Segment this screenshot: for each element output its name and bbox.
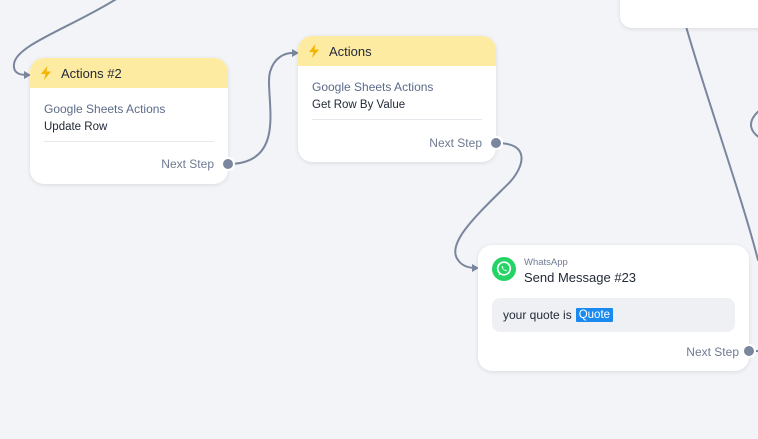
- divider: [312, 119, 482, 120]
- next-step-label: Next Step: [429, 136, 482, 150]
- variable-chip[interactable]: Quote: [575, 308, 614, 322]
- action-category: Google Sheets Actions: [44, 102, 166, 116]
- node-title: Actions: [329, 43, 372, 59]
- arrow-into-whatsapp: [472, 264, 479, 272]
- action-name: Update Row: [44, 121, 108, 133]
- lightning-bolt-icon: [309, 44, 319, 58]
- next-step-label: Next Step: [686, 345, 739, 359]
- next-step-port[interactable]: [491, 138, 501, 148]
- node-send-message-23[interactable]: WhatsApp Send Message #23 your quote is …: [478, 245, 754, 371]
- message-text: your quote is: [503, 308, 572, 322]
- whatsapp-icon: [492, 257, 516, 281]
- connector-incoming-actions2: [12, 0, 117, 76]
- next-step-port[interactable]: [744, 346, 754, 356]
- action-category: Google Sheets Actions: [312, 80, 434, 94]
- node-title: Actions #2: [61, 65, 122, 81]
- node-actions[interactable]: Actions Google Sheets Actions Get Row By…: [298, 36, 501, 162]
- partial-node-top-right[interactable]: [620, 0, 758, 28]
- lightning-bolt-icon: [41, 66, 51, 80]
- node-actions-header: Actions: [298, 36, 496, 66]
- arrow-into-actions: [292, 49, 299, 57]
- action-name: Get Row By Value: [312, 99, 406, 111]
- message-preview[interactable]: your quote is Quote: [492, 298, 735, 332]
- connector-actions-to-whatsapp: [454, 142, 523, 269]
- connector-actions2-to-actions: [227, 51, 297, 165]
- channel-label: WhatsApp: [524, 257, 568, 268]
- connector-top-right-long: [677, 0, 758, 261]
- next-step-port[interactable]: [223, 159, 233, 169]
- node-title: Send Message #23: [524, 270, 637, 285]
- node-actions-2[interactable]: Actions #2 Google Sheets Actions Update …: [30, 58, 233, 184]
- node-actions-2-header: Actions #2: [30, 58, 228, 88]
- next-step-label: Next Step: [161, 157, 214, 171]
- connector-right-edge: [750, 110, 758, 138]
- arrow-into-actions2: [24, 71, 31, 79]
- divider: [44, 141, 214, 142]
